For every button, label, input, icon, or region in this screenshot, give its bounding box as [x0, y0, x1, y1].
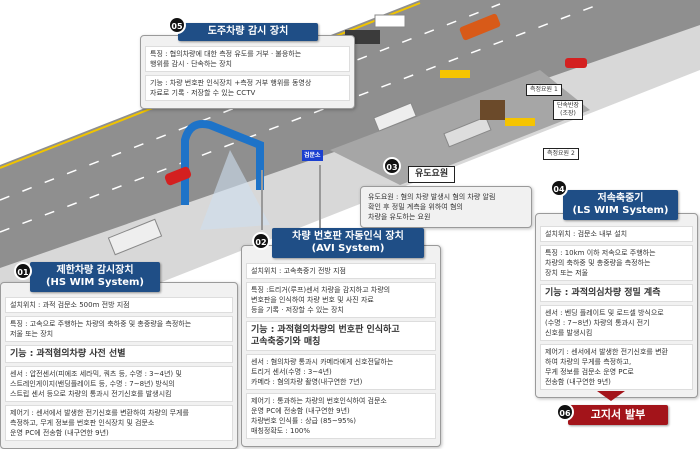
highway-illustration — [0, 0, 700, 330]
s01-function: 기능 : 과적혐의차량 사전 선별 — [5, 345, 233, 363]
arrow-down-icon — [597, 391, 625, 401]
s02-subtitle: (AVI System) — [311, 243, 385, 254]
label-measure-officer-2: 측정요원 2 — [543, 148, 579, 160]
s01-location: 설치위치 : 과적 검문소 500m 전방 지점 — [5, 297, 233, 313]
s05-title: 도주차량 감시 장치 — [178, 23, 318, 41]
label-team-chief: 단속반장 (조장) — [553, 100, 584, 120]
red-car — [164, 166, 192, 186]
camera-beam — [200, 150, 270, 230]
s02-sensor: 센서 : 혐의차량 통과시 카메라에게 신호전달하는 트리거 센서(수명 : 3… — [246, 354, 436, 390]
s02-title-text: 차량 번호판 자동인식 장치 — [292, 231, 404, 242]
highway-road — [0, 0, 700, 268]
label-measure-officer-1: 측정요원 1 — [526, 84, 562, 96]
section-03-guide-officer: 유도요원 : 혐의 차량 발생시 혐의 차량 알림 확인 후 정밀 계측을 위하… — [360, 186, 532, 228]
s02-title: 차량 번호판 자동인식 장치(AVI System) — [272, 228, 424, 258]
s03-title: 유도요원 — [408, 166, 456, 183]
s02-number: 02 — [252, 232, 270, 250]
s01-sensor: 센서 : 압전센서(피에조 세라믹, 쿼츠 등, 수명 : 3~4년) 및 스트… — [5, 366, 233, 402]
s06-number: 06 — [556, 403, 574, 421]
red-car — [565, 58, 587, 68]
s04-subtitle: (LS WIM System) — [572, 205, 669, 216]
section-04-ls-wim: 설치위치 : 검문소 내부 설치 특징 : 10km 이하 저속으로 주행하는 … — [535, 213, 698, 398]
s01-feature: 특징 : 고속으로 주행하는 차량의 축하중 및 총중량을 측정하는 저울 또는… — [5, 316, 233, 342]
s01-controller: 제어기 : 센서에서 발생한 전기신호를 변환하여 차량의 무게를 측정하고, … — [5, 405, 233, 441]
s03-text: 유도요원 : 혐의 차량 발생시 혐의 차량 알림 확인 후 정밀 계측을 위하… — [368, 193, 496, 221]
section-01-hs-wim: 설치위치 : 과적 검문소 500m 전방 지점 특징 : 고속으로 주행하는 … — [0, 282, 238, 449]
s01-title-text: 제한차량 감시장치 — [56, 265, 134, 276]
s04-number: 04 — [550, 179, 568, 197]
s05-function: 기능 : 차량 번호판 인식장치 +측정 거부 행위를 동영상 자료로 기록 ·… — [145, 75, 350, 101]
scale-pad — [440, 70, 470, 78]
s04-function: 기능 : 과적의심차량 정밀 계측 — [540, 284, 693, 302]
s04-title-text: 저속축중기 — [597, 193, 644, 204]
truck — [373, 102, 417, 132]
s05-number: 05 — [168, 16, 186, 34]
s01-title: 제한차량 감시장치(HS WIM System) — [30, 262, 160, 292]
s02-location: 설치위치 : 고속축중기 전방 지점 — [246, 263, 436, 279]
s04-title: 저속축중기(LS WIM System) — [563, 190, 678, 220]
s02-controller: 제어기 : 통과하는 차량의 번호인식하여 검문소 운영 PC에 전송함 (내구… — [246, 393, 436, 439]
s03-number: 03 — [383, 157, 401, 175]
s04-location: 설치위치 : 검문소 내부 설치 — [540, 226, 693, 242]
bus — [459, 13, 501, 41]
checkpoint-booth — [480, 100, 505, 120]
s06-title: 고지서 발부 — [568, 405, 668, 425]
scale-pad — [505, 118, 535, 126]
s01-number: 01 — [14, 262, 32, 280]
truck — [107, 218, 163, 256]
s01-subtitle: (HS WIM System) — [45, 277, 145, 288]
s02-feature: 특징 :트리거(루프)센서 차량을 감지하고 차량의 변호판을 인식하여 차량 … — [246, 282, 436, 318]
gantry — [181, 120, 264, 205]
s04-sensor: 센서 : 벤딩 플레이트 및 로드셀 방식으로 (수명 : 7~8년) 차량의 … — [540, 305, 693, 341]
s02-function: 기능 : 과적혐의차량의 번호판 인식하고 고속축중기와 매칭 — [246, 321, 436, 351]
section-02-avi: 설치위치 : 고속축중기 전방 지점 특징 :트리거(루프)센서 차량을 감지하… — [241, 245, 441, 447]
checkpoint-sign: 검문소 — [302, 150, 323, 161]
tanker-truck — [443, 116, 492, 148]
section-05-runaway-monitor: 특징 : 협의차량에 대한 측정 유도를 거부 · 불응하는 행위를 감시 · … — [140, 35, 355, 109]
s05-feature: 특징 : 협의차량에 대한 측정 유도를 거부 · 불응하는 행위를 감시 · … — [145, 46, 350, 72]
truck — [374, 14, 406, 28]
s04-feature: 특징 : 10km 이하 저속으로 주행하는 차량의 축하중 및 총중량을 측정… — [540, 245, 693, 281]
s04-controller: 제어기 : 센서에서 발생한 전기신호를 변환 하여 차량의 무게를 측정하고,… — [540, 344, 693, 390]
